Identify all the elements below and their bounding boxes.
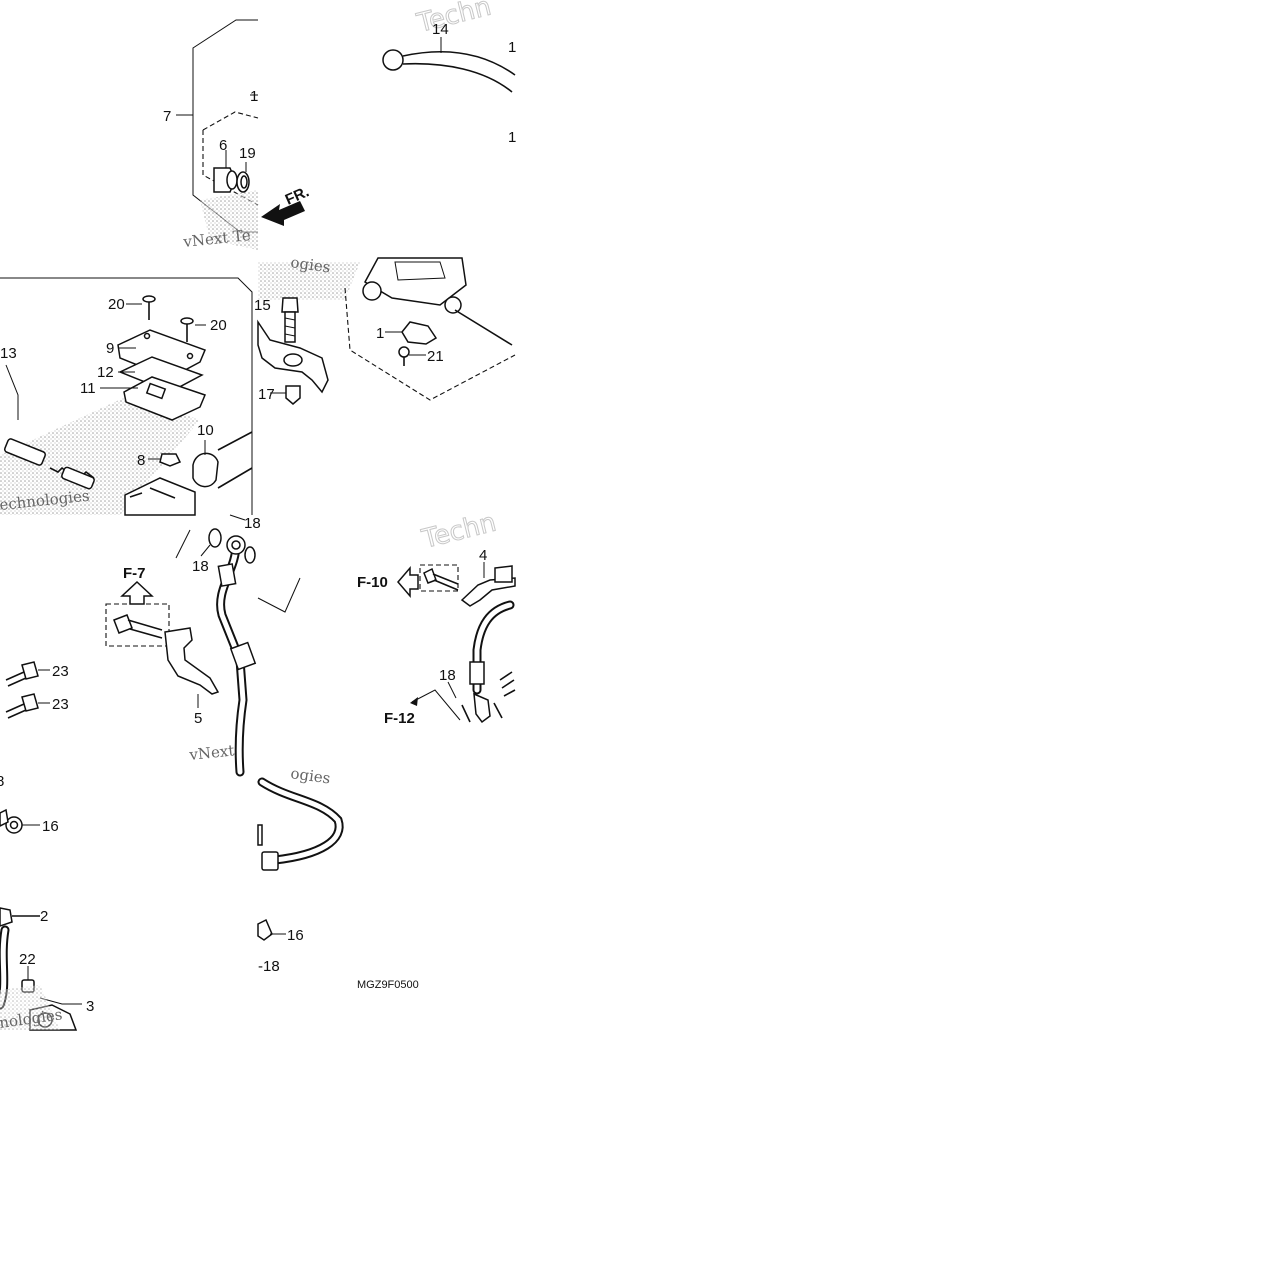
- callout-label: 20: [108, 296, 125, 313]
- ref-label-f10: F-10: [357, 574, 388, 591]
- callout-label: 18: [192, 558, 209, 575]
- bolt-part-23b: [5, 693, 50, 719]
- bolt-part-16a: [0, 808, 40, 834]
- piston-part-13: [3, 364, 95, 490]
- bolt-f7: [113, 614, 163, 639]
- tile-lower-right: Techn F-10 F-12: [257, 507, 516, 727]
- callout-label: 2: [40, 908, 48, 925]
- callout-label: 16: [287, 927, 304, 944]
- tile-bottom-left: 8 nologies 16 2 22 3: [0, 773, 94, 1032]
- callout-label: 1: [508, 129, 516, 146]
- watermark: vNext Te: [182, 226, 252, 251]
- callout-label: 1: [376, 325, 384, 342]
- collar-part-6: [213, 167, 238, 193]
- callout-label: 18: [244, 515, 261, 532]
- brake-lever-part-14: [382, 49, 516, 93]
- watermark: ogies: [289, 764, 331, 787]
- ref-label-f7: F-7: [123, 565, 146, 582]
- tile-bottom-right: ogies 16 -18 MGZ9F0500: [257, 764, 419, 991]
- callout-label: 12: [97, 364, 114, 381]
- tile-mid-right: ogies: [254, 253, 516, 405]
- watermark: vNext: [188, 741, 236, 764]
- callout-label: 10: [197, 422, 214, 439]
- callout-label: 19: [239, 145, 256, 162]
- callout-label: 21: [427, 348, 444, 365]
- tile-mid-left: echnologies 20 20 9 12 11 13 8 10: [0, 277, 253, 516]
- washer-part-18b: [244, 546, 256, 564]
- watermark: ogies: [289, 253, 331, 276]
- pivot-bolt-part-15: [281, 297, 299, 343]
- diaphragm-part-11: [123, 376, 207, 421]
- callout-label: 15: [254, 297, 271, 314]
- callout-label: 3: [86, 998, 94, 1015]
- callout-label: 6: [219, 137, 227, 154]
- callout-label: 1: [508, 39, 516, 56]
- tile-top-right: Techn 14 1 1 FR.: [261, 0, 516, 226]
- rear-hose-loop: [257, 777, 344, 871]
- switch-part-1: [385, 321, 438, 345]
- lever-bracket: [257, 319, 329, 394]
- callout-label: 23: [52, 696, 69, 713]
- callout-label: 16: [42, 818, 59, 835]
- callout-label: 11: [80, 380, 96, 397]
- front-brake-hose: [216, 535, 257, 777]
- callout-label: 4: [479, 547, 487, 564]
- screw-part-21: [398, 346, 426, 366]
- callout-label: 1: [250, 88, 258, 105]
- screw-part-20b: [180, 317, 194, 342]
- ref-label-f12: F-12: [384, 710, 415, 727]
- callout-label: 8: [0, 773, 4, 790]
- tile-top-left: vNext Te 7 1 6 19: [163, 19, 258, 251]
- o-ring-part-19: [236, 171, 250, 193]
- bolt-f10: [423, 567, 459, 591]
- callout-label: 13: [0, 345, 17, 362]
- ref-arrow-f10: F-10: [357, 565, 419, 599]
- watermark: Techn: [413, 0, 494, 39]
- washer-part-18a: [200, 528, 222, 557]
- callout-label: 9: [106, 340, 114, 357]
- rear-brake-hose: [469, 600, 515, 724]
- callout-label: 5: [194, 710, 202, 727]
- callout-label: -18: [258, 958, 280, 975]
- reservoir-cap-part-9: [117, 329, 206, 379]
- holder-part-10: [192, 431, 253, 489]
- callout-label: 22: [19, 951, 36, 968]
- diagram-code: MGZ9F0500: [357, 979, 419, 991]
- callout-label: 20: [210, 317, 227, 334]
- callout-label: 14: [432, 21, 449, 38]
- master-cylinder-body: [124, 477, 196, 516]
- callout-label: 7: [163, 108, 171, 125]
- ref-arrow-f12: F-12: [384, 689, 461, 727]
- callout-label: 17: [258, 386, 275, 403]
- front-direction-arrow: FR.: [261, 183, 312, 226]
- clip-part-8: [148, 453, 182, 467]
- master-cylinder-top: [362, 257, 513, 346]
- washer-part-18c: [447, 681, 503, 723]
- stay-part-5: [164, 627, 220, 708]
- nut-part-17: [270, 385, 301, 405]
- screw-part-20: [142, 295, 156, 320]
- ref-arrow-f7: F-7: [120, 565, 154, 605]
- front-direction-label: FR.: [283, 183, 312, 208]
- callout-label: 18: [439, 667, 456, 684]
- callout-label: 8: [137, 452, 145, 469]
- tile-lower-left: F-7: [5, 514, 261, 777]
- callout-label: 23: [52, 663, 69, 680]
- stay-part-4: [460, 562, 516, 607]
- bolt-part-23a: [5, 661, 50, 687]
- bolt-part-16b: [257, 918, 286, 941]
